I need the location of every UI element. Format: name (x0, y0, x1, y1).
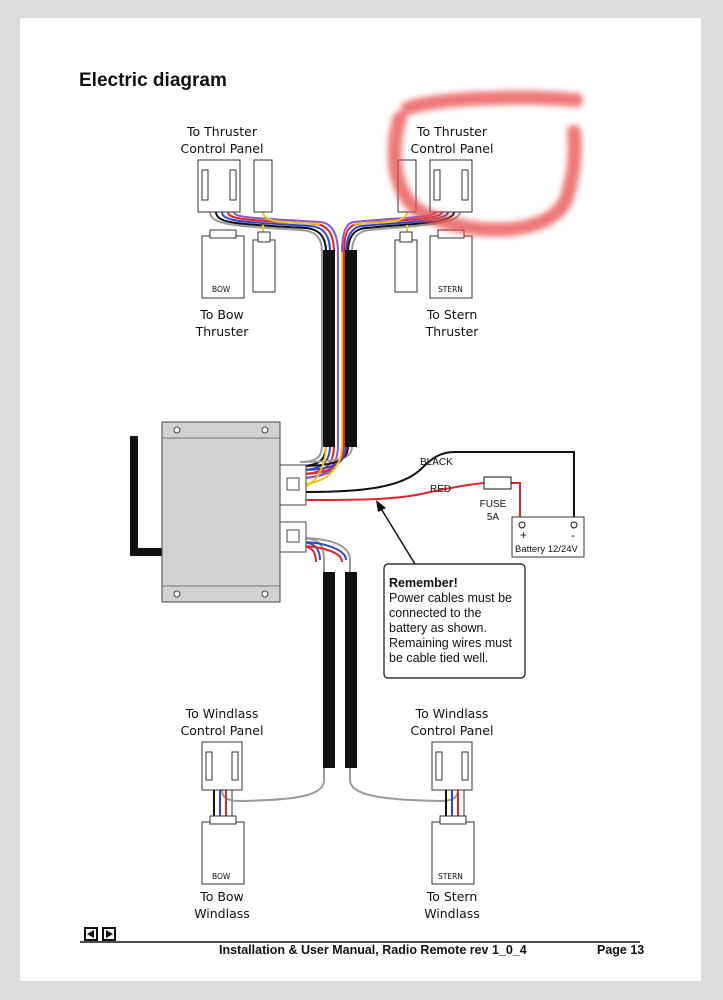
previous-page-button[interactable] (84, 927, 98, 941)
tag-bow-top: BOW (212, 285, 231, 294)
red-highlight-marking (387, 90, 583, 237)
battery-plus-sign: + (520, 528, 528, 542)
note-heading: Remember! (389, 576, 458, 590)
battery-minus-terminal (570, 521, 578, 529)
cable-sleeve (345, 250, 357, 447)
footer-manual-title: Installation & User Manual, Radio Remote… (219, 943, 527, 957)
tag-stern-top: STERN (438, 285, 463, 294)
power-wires (305, 451, 575, 520)
remember-note-box (383, 563, 526, 679)
tag-stern-bottom: STERN (438, 872, 463, 881)
windlass-connectors (201, 741, 475, 885)
footer-page-number: Page 13 (597, 943, 645, 957)
fuse (483, 476, 512, 490)
radio-control-unit (130, 421, 307, 603)
battery-minus-sign: - (571, 528, 575, 542)
tag-bow-bottom: BOW (212, 872, 231, 881)
label-red-wire: RED (430, 484, 452, 495)
cable-sleeve (345, 572, 357, 768)
thruster-panel-connector-right (394, 159, 473, 299)
callout-arrow (376, 500, 416, 565)
next-page-button[interactable] (102, 927, 116, 941)
label-black-wire: BLACK (420, 457, 453, 468)
remember-note: Remember! Power cables must be connected… (389, 576, 519, 666)
cable-sleeve (323, 250, 335, 447)
label-battery: Battery 12/24V (515, 544, 578, 555)
battery-plus-terminal (518, 521, 526, 529)
cable-sleeve (323, 572, 335, 768)
page-title: Electric diagram (79, 70, 227, 91)
thruster-panel-connector-left (197, 159, 276, 299)
note-body: Power cables must be connected to the ba… (389, 591, 512, 665)
